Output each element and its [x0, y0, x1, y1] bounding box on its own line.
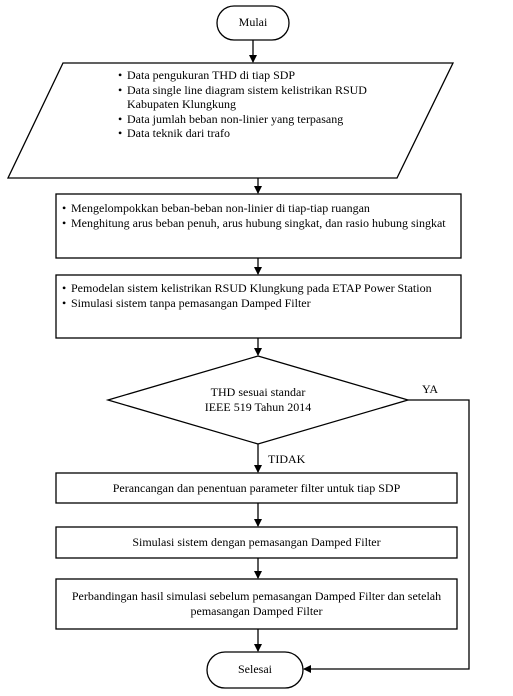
process-box-4	[55, 526, 458, 559]
process-3-label: Perancangan dan penentuan parameter filt…	[112, 481, 401, 495]
process-box-3	[55, 472, 458, 504]
input-item: Data single line diagram sistem kelistri…	[118, 83, 418, 112]
input-item: Data pengukuran THD di tiap SDP	[118, 68, 418, 83]
input-item: Data teknik dari trafo	[118, 126, 418, 141]
process-2-list: Pemodelan sistem kelistrikan RSUD Klungk…	[62, 281, 454, 310]
process-4-label: Simulasi sistem dengan pemasangan Damped…	[132, 535, 381, 549]
process-5-label: Perbandingan hasil simulasi sebelum pema…	[71, 589, 442, 618]
arrow-decision-yes	[303, 399, 470, 673]
decision-no-label: TIDAK	[268, 452, 306, 466]
decision-text: THD sesuai standar IEEE 519 Tahun 2014	[158, 385, 358, 414]
end-label: Selesai	[238, 662, 272, 676]
input-item: Data jumlah beban non-linier yang terpas…	[118, 112, 418, 127]
decision-yes-label: YA	[422, 382, 439, 396]
decision-line-2: IEEE 519 Tahun 2014	[204, 399, 312, 414]
process-2-item: Simulasi sistem tanpa pemasangan Damped …	[62, 296, 454, 311]
process-1-item: Mengelompokkan beban-beban non-linier di…	[62, 201, 454, 216]
process-1-item: Menghitung arus beban penuh, arus hubung…	[62, 216, 454, 231]
process-2-item: Pemodelan sistem kelistrikan RSUD Klungk…	[62, 281, 454, 296]
process-box-5	[55, 578, 458, 630]
decision-line-1: THD sesuai standar	[210, 385, 306, 399]
start-label: Mulai	[238, 15, 268, 29]
process-1-list: Mengelompokkan beban-beban non-linier di…	[62, 201, 454, 230]
input-data-list: Data pengukuran THD di tiap SDP Data sin…	[118, 68, 418, 141]
